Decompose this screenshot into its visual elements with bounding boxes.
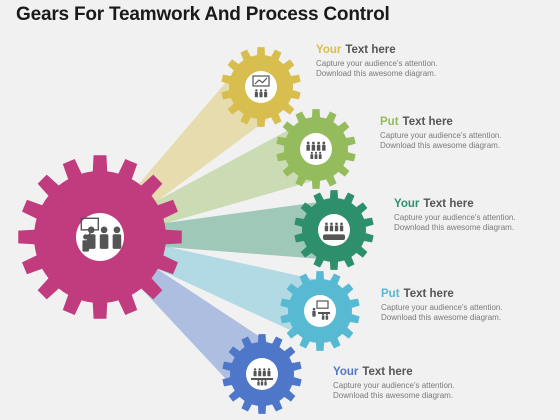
item-heading-accent: Your xyxy=(316,44,342,56)
gears-group xyxy=(18,47,374,414)
item-description-line: Download this awesome diagram. xyxy=(381,313,502,322)
meeting-icon xyxy=(312,300,330,320)
gear-2 xyxy=(276,109,356,189)
item-description-line: Download this awesome diagram. xyxy=(333,391,454,400)
item-heading-text: Text here xyxy=(362,366,413,378)
gear-center xyxy=(300,133,332,165)
main-gear xyxy=(18,155,182,319)
item-heading-accent: Your xyxy=(333,366,359,378)
item-heading-accent: Put xyxy=(380,116,399,128)
item-description: Capture your audience's attention.Downlo… xyxy=(316,59,496,79)
presentation-board-icon xyxy=(252,75,270,98)
group-icon xyxy=(306,141,326,159)
team-icon xyxy=(323,222,345,240)
gear-center xyxy=(318,214,350,246)
item-heading-text: Text here xyxy=(403,288,454,300)
page-title: Gears For Teamwork And Process Control xyxy=(16,4,390,25)
team-presentation-icon xyxy=(80,217,122,252)
item-heading-text: Text here xyxy=(345,44,396,56)
item-heading-accent: Put xyxy=(381,288,400,300)
item-description-line: Download this awesome diagram. xyxy=(380,141,501,150)
item-description-line: Download this awesome diagram. xyxy=(316,69,437,78)
gear-5 xyxy=(222,334,302,414)
item-heading-accent: Your xyxy=(394,198,420,210)
item-description-line: Capture your audience's attention. xyxy=(316,59,438,68)
item-description-line: Capture your audience's attention. xyxy=(380,131,502,140)
item-description: Capture your audience's attention.Downlo… xyxy=(380,131,560,151)
gear-center xyxy=(304,295,336,327)
item-heading-text: Text here xyxy=(423,198,474,210)
gear-3 xyxy=(294,190,374,270)
gear-center xyxy=(246,358,278,390)
item-description-line: Capture your audience's attention. xyxy=(333,381,455,390)
item-description-line: Download this awesome diagram. xyxy=(394,223,515,232)
item-description: Capture your audience's attention.Downlo… xyxy=(333,381,513,401)
item-description-line: Capture your audience's attention. xyxy=(394,213,516,222)
item-description: Capture your audience's attention.Downlo… xyxy=(394,213,560,233)
conference-icon xyxy=(251,368,273,386)
gear-4 xyxy=(280,271,360,351)
gear-1 xyxy=(221,47,301,127)
item-description-line: Capture your audience's attention. xyxy=(381,303,503,312)
item-heading-text: Text here xyxy=(402,116,453,128)
item-description: Capture your audience's attention.Downlo… xyxy=(381,303,560,323)
